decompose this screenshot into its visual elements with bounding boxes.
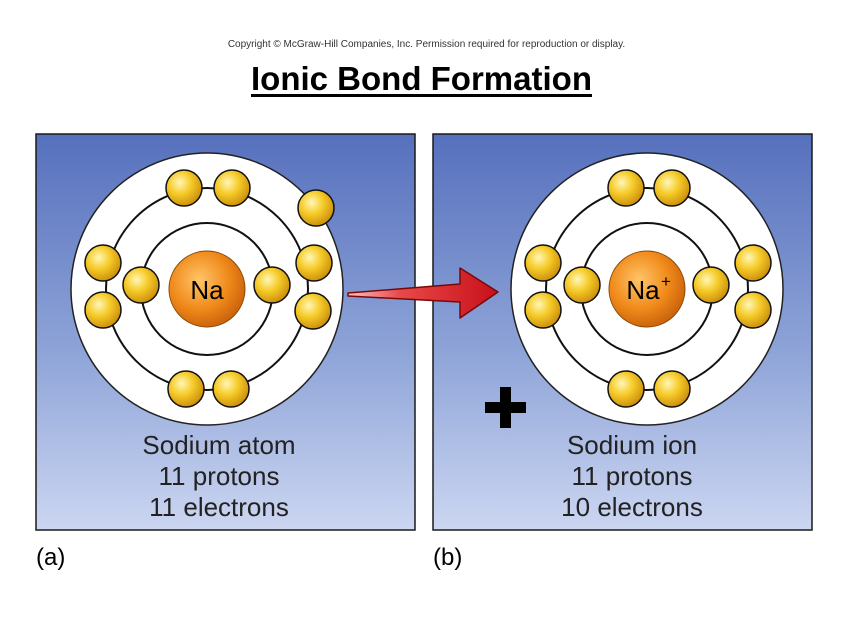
panel-label-a: (a) [36,544,66,571]
electron [653,370,691,408]
outer-shell [105,187,309,391]
electron [734,291,772,329]
electron [253,266,291,304]
electron [165,169,203,207]
caption-protons: 11 protons [572,461,693,491]
plus-sign [485,387,526,428]
electron [524,291,562,329]
page-title: Ionic Bond Formation [251,60,592,97]
nucleus-label: Na [190,275,224,305]
electron [607,169,645,207]
nucleus-label: Na [626,275,660,305]
nucleus [168,250,246,328]
valence-electron [297,189,335,227]
electron [84,291,122,329]
electron [607,370,645,408]
panel-a: Na Sodium atom 11 protons 11 electrons [35,133,416,531]
electron [692,266,730,304]
electron [122,266,160,304]
electron [524,244,562,282]
electron [295,244,333,282]
copyright-notice: Copyright © McGraw-Hill Companies, Inc. … [227,39,626,50]
transfer-arrow [347,267,499,319]
caption-title: Sodium ion [567,430,697,460]
electron [167,370,205,408]
caption-electrons: 10 electrons [561,492,703,522]
electron [294,292,332,330]
caption-electrons: 11 electrons [149,492,289,522]
electron [212,370,250,408]
electron [213,169,251,207]
nucleus-charge: + [661,272,671,291]
panel-label-b: (b) [433,544,463,571]
electron [734,244,772,282]
electron [84,244,122,282]
electron [653,169,691,207]
panel-b: Na + Sodium ion 11 protons 10 electrons [432,133,813,531]
caption-title: Sodium atom [142,430,295,460]
caption-protons: 11 protons [159,461,280,491]
nucleus [608,250,686,328]
outer-shell [545,187,749,391]
electron [563,266,601,304]
